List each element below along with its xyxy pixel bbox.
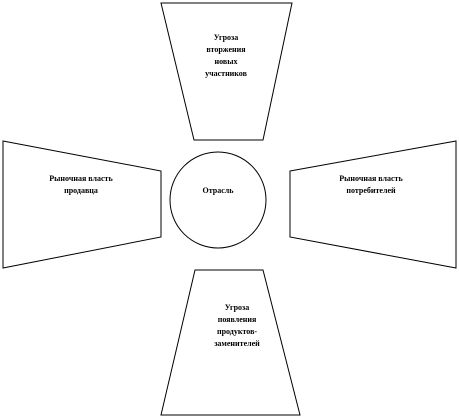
buyer-power-trapezoid <box>289 140 457 269</box>
industry-circle <box>169 151 267 249</box>
new-entrants-threat-block: Угроза вторжения новых участников <box>160 2 293 141</box>
buyer-power-label-line-1: Рыночная власть <box>339 174 403 183</box>
substitutes-label-line-3: продуктов- <box>217 327 257 336</box>
new-entrants-label-line-2: вторжения <box>206 45 246 54</box>
new-entrants-label-line-4: участников <box>205 69 248 78</box>
industry-label: Отрасль <box>203 186 235 195</box>
industry-block: Отрасль <box>169 151 267 249</box>
substitutes-trapezoid <box>160 269 301 416</box>
substitutes-threat-block: Угроза появления продуктов- заменителей <box>160 269 301 416</box>
seller-power-label-line-1: Рыночная власть <box>49 174 113 183</box>
substitutes-label-line-2: появления <box>218 315 257 324</box>
seller-power-trapezoid <box>2 140 162 269</box>
seller-power-block: Рыночная власть продавца <box>2 140 162 269</box>
new-entrants-trapezoid <box>160 2 293 141</box>
buyer-power-block: Рыночная власть потребителей <box>289 140 457 269</box>
substitutes-label-line-4: заменителей <box>214 339 260 348</box>
new-entrants-label-line-3: новых <box>215 57 238 66</box>
substitutes-label-line-1: Угроза <box>225 303 250 312</box>
buyer-power-label-line-2: потребителей <box>346 186 396 195</box>
new-entrants-label-line-1: Угроза <box>214 33 239 42</box>
seller-power-label-line-2: продавца <box>64 186 98 195</box>
